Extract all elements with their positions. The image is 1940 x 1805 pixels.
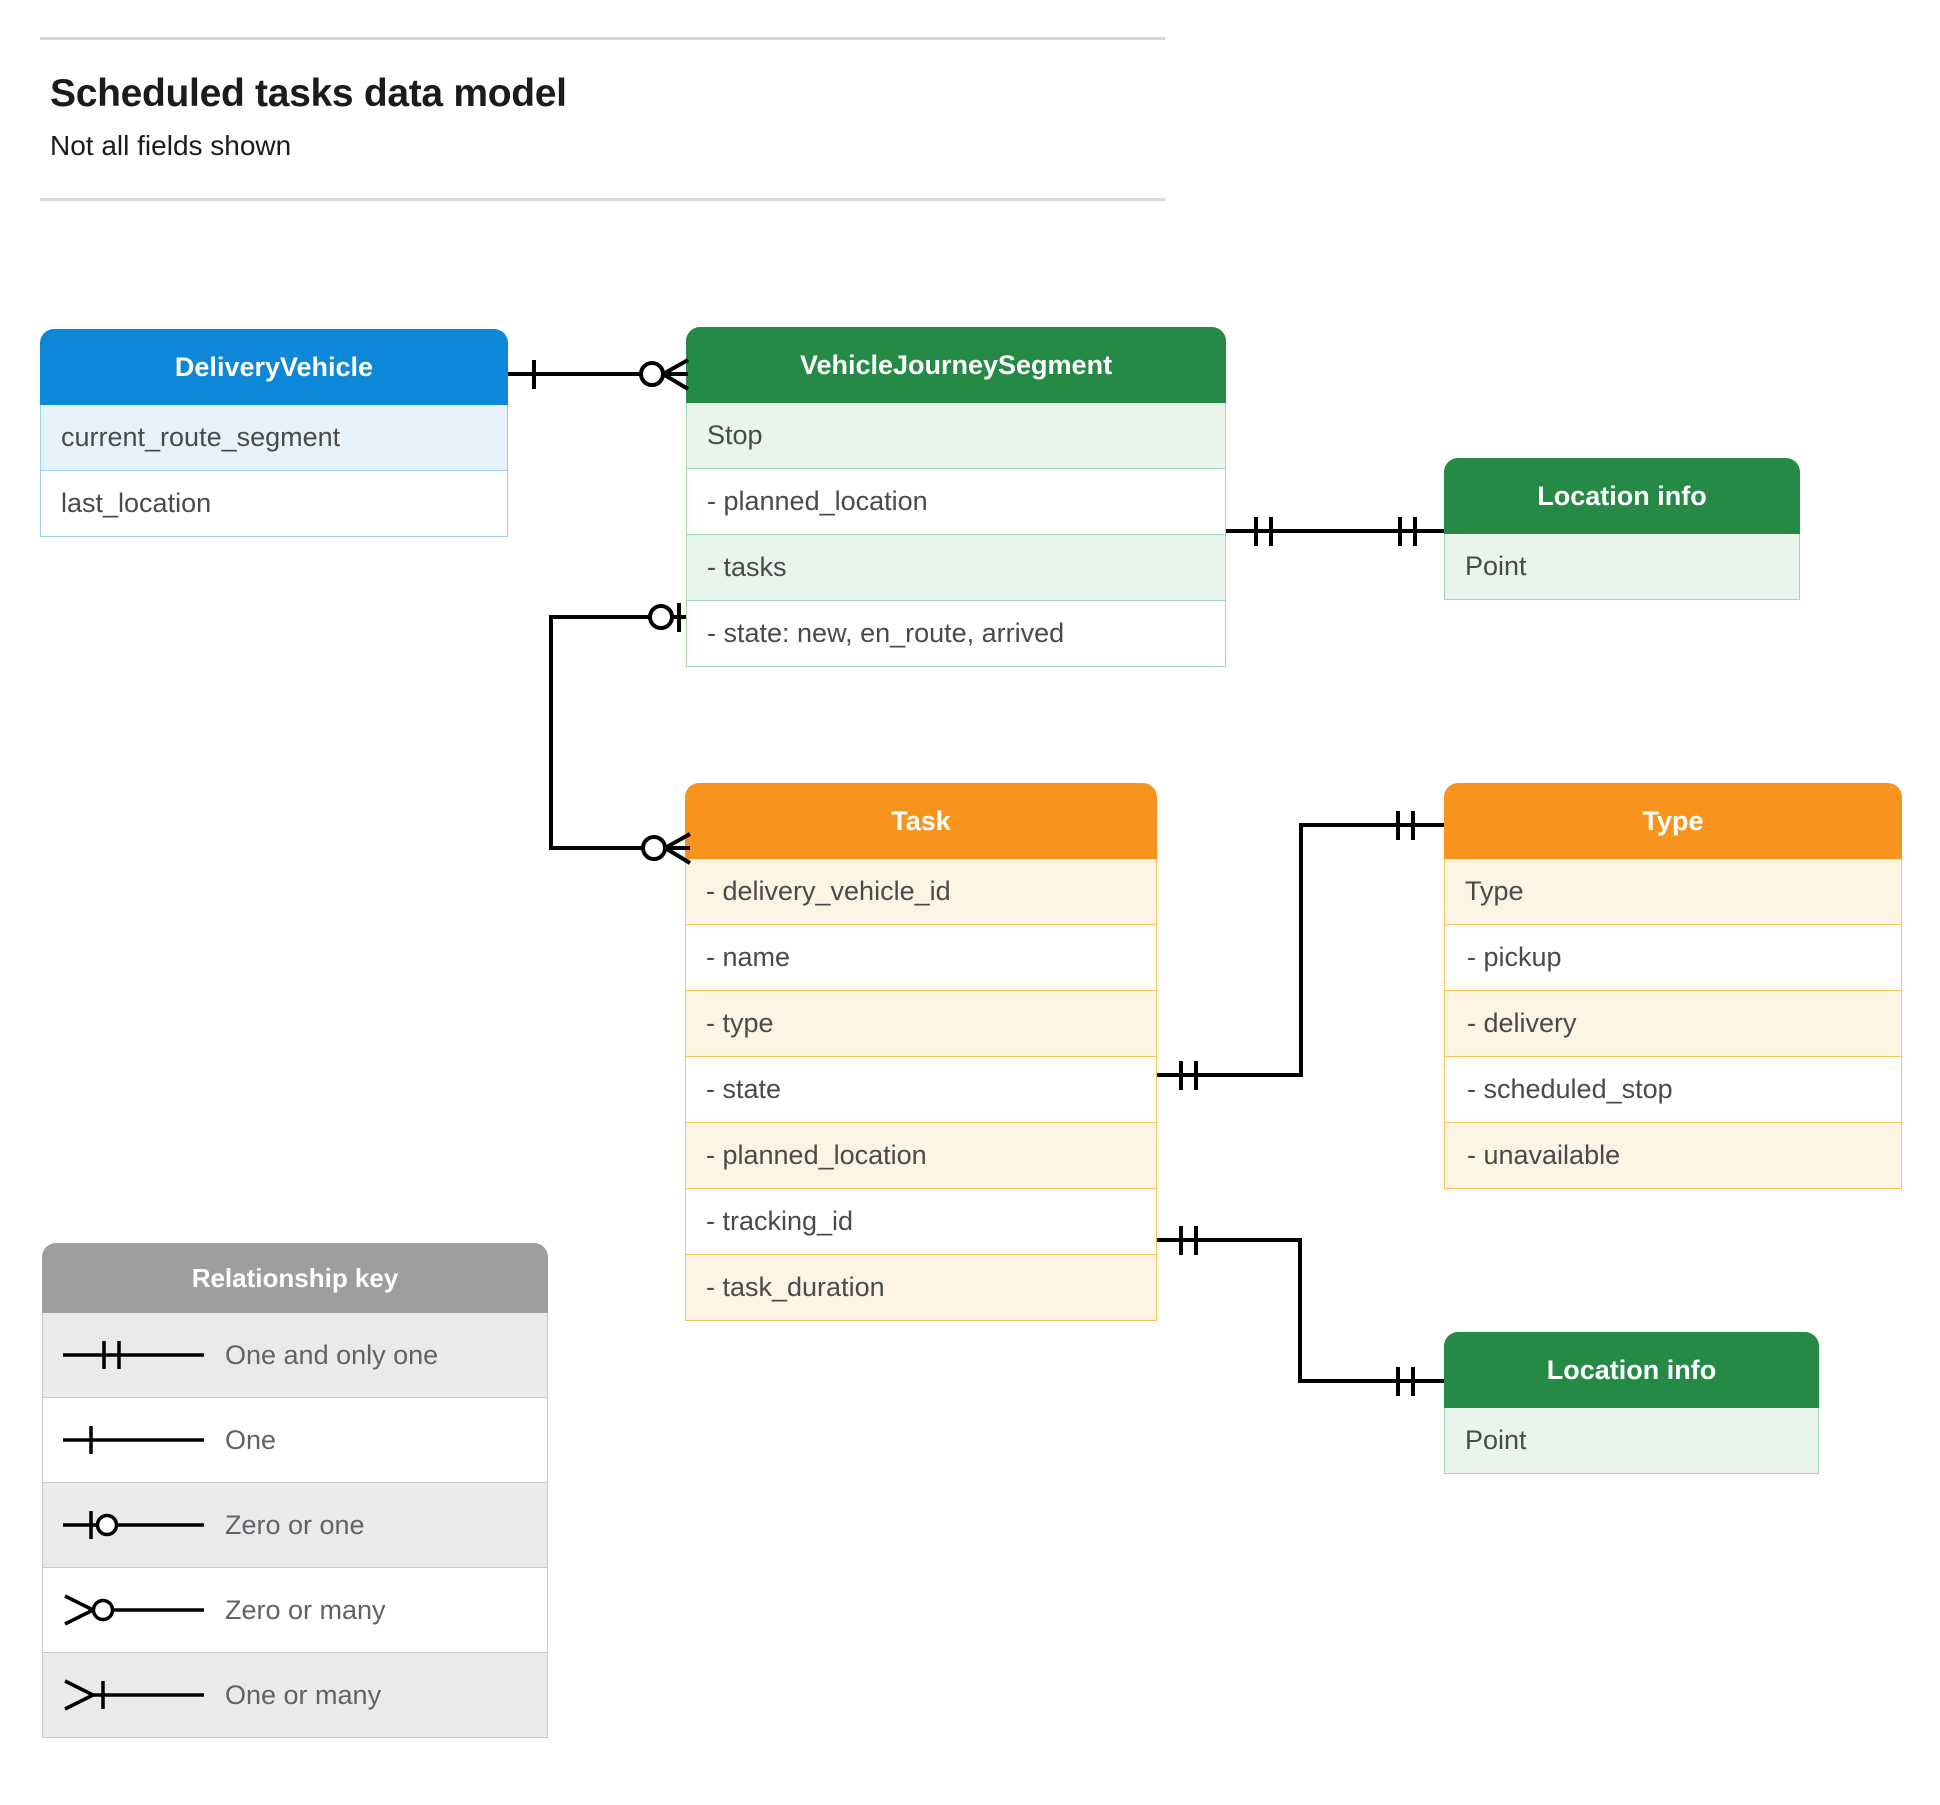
entity-type[interactable]: Type Type - pickup - delivery - schedule… <box>1444 783 1902 1189</box>
entity-location-info-bottom[interactable]: Location info Point <box>1444 1332 1819 1474</box>
zero-or-one-icon <box>63 1511 204 1539</box>
field-task-planned-location: - planned_location <box>685 1123 1157 1189</box>
header-divider-top <box>40 37 1165 40</box>
field-type-scheduled-stop: - scheduled_stop <box>1444 1057 1902 1123</box>
entity-location-info-top[interactable]: Location info Point <box>1444 458 1800 600</box>
field-current-route-segment: current_route_segment <box>40 405 508 471</box>
connector-task-locationinfo-bottom <box>1157 1226 1444 1396</box>
legend-label-one-or-many: One or many <box>225 1680 382 1710</box>
legend-item-one-or-many: One or many <box>42 1653 548 1738</box>
entity-title-vehiclejourneysegment: VehicleJourneySegment <box>686 327 1226 403</box>
field-tasks: - tasks <box>686 535 1226 601</box>
field-last-location: last_location <box>40 471 508 537</box>
entity-title-type: Type <box>1444 783 1902 859</box>
entity-title-task: Task <box>685 783 1157 859</box>
header-divider-bottom <box>40 198 1165 201</box>
connector-journeysegment-tasks-task <box>549 603 692 865</box>
legend-label-one-and-only-one: One and only one <box>225 1340 439 1370</box>
entity-task[interactable]: Task - delivery_vehicle_id - name - type… <box>685 783 1157 1321</box>
connector-deliveryvehicle-journeysegment <box>508 358 690 391</box>
field-name: - name <box>685 925 1157 991</box>
connector-task-type <box>1157 811 1444 1090</box>
legend-relationship-key: Relationship key One and only one One Ze <box>42 1243 548 1738</box>
entity-title-location-info-top: Location info <box>1444 458 1800 534</box>
legend-title: Relationship key <box>42 1243 548 1313</box>
one-and-only-one-icon <box>63 1341 204 1369</box>
one-icon <box>63 1426 204 1454</box>
field-point-top: Point <box>1444 534 1800 600</box>
field-tracking-id: - tracking_id <box>685 1189 1157 1255</box>
legend-label-zero-or-one: Zero or one <box>225 1510 365 1540</box>
field-task-state: - state <box>685 1057 1157 1123</box>
field-delivery-vehicle-id: - delivery_vehicle_id <box>685 859 1157 925</box>
entity-title-location-info-bottom: Location info <box>1444 1332 1819 1408</box>
field-point-bottom: Point <box>1444 1408 1819 1474</box>
field-type-unavailable: - unavailable <box>1444 1123 1902 1189</box>
legend-item-zero-or-many: Zero or many <box>42 1568 548 1653</box>
connector-journeysegment-locationinfo <box>1226 517 1444 546</box>
legend-item-zero-or-one: Zero or one <box>42 1483 548 1568</box>
field-stop: Stop <box>686 403 1226 469</box>
entity-vehiclejourneysegment[interactable]: VehicleJourneySegment Stop - planned_loc… <box>686 327 1226 667</box>
field-state: - state: new, en_route, arrived <box>686 601 1226 667</box>
legend-label-one: One <box>225 1425 277 1455</box>
page-subtitle: Not all fields shown <box>50 130 292 161</box>
field-type-header: Type <box>1444 859 1902 925</box>
field-task-duration: - task_duration <box>685 1255 1157 1321</box>
entity-title-deliveryvehicle: DeliveryVehicle <box>40 329 508 405</box>
field-type: - type <box>685 991 1157 1057</box>
one-or-many-icon <box>64 1679 204 1711</box>
field-type-delivery: - delivery <box>1444 991 1902 1057</box>
legend-item-one-and-only-one: One and only one <box>42 1313 548 1398</box>
legend-label-zero-or-many: Zero or many <box>225 1595 386 1625</box>
entity-deliveryvehicle[interactable]: DeliveryVehicle current_route_segment la… <box>40 329 508 537</box>
field-type-pickup: - pickup <box>1444 925 1902 991</box>
zero-or-many-icon <box>64 1594 204 1626</box>
page-title: Scheduled tasks data model <box>50 72 567 115</box>
legend-item-one: One <box>42 1398 548 1483</box>
field-planned-location: - planned_location <box>686 469 1226 535</box>
